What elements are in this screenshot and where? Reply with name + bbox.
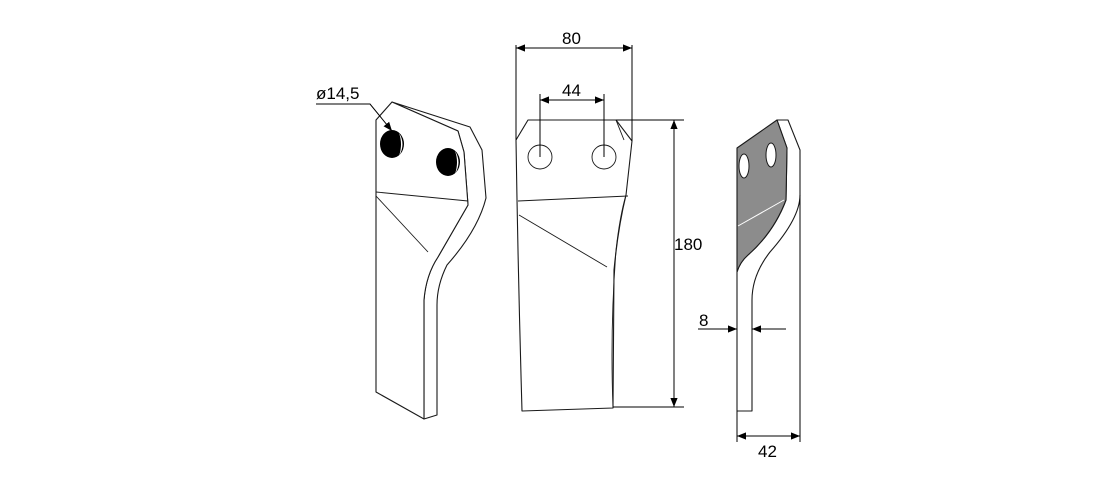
length-label: 180 [674,235,702,254]
hole-diameter-label: ø14,5 [316,84,359,103]
crease-line [518,214,608,268]
perspective-view: ø14,5 [316,84,487,420]
blade-front-face [375,101,469,420]
mounting-hole [738,153,750,179]
hole-spacing-label: 44 [562,81,581,100]
mounting-hole [765,142,777,168]
crease-line [375,191,469,202]
bend-line [611,194,627,409]
mounting-hole [380,130,404,158]
side-width-label: 42 [758,442,777,461]
diameter-leader-line [316,103,393,132]
crease-line [517,195,629,202]
chamfer-line [615,119,625,141]
crease-line [737,199,785,227]
overall-width-label: 80 [562,29,581,48]
front-view: 80 44 180 [515,29,702,412]
side-view: 8 42 [698,119,801,461]
thickness-label: 8 [699,311,708,330]
mounting-hole [436,148,460,176]
crease-line [375,195,429,253]
